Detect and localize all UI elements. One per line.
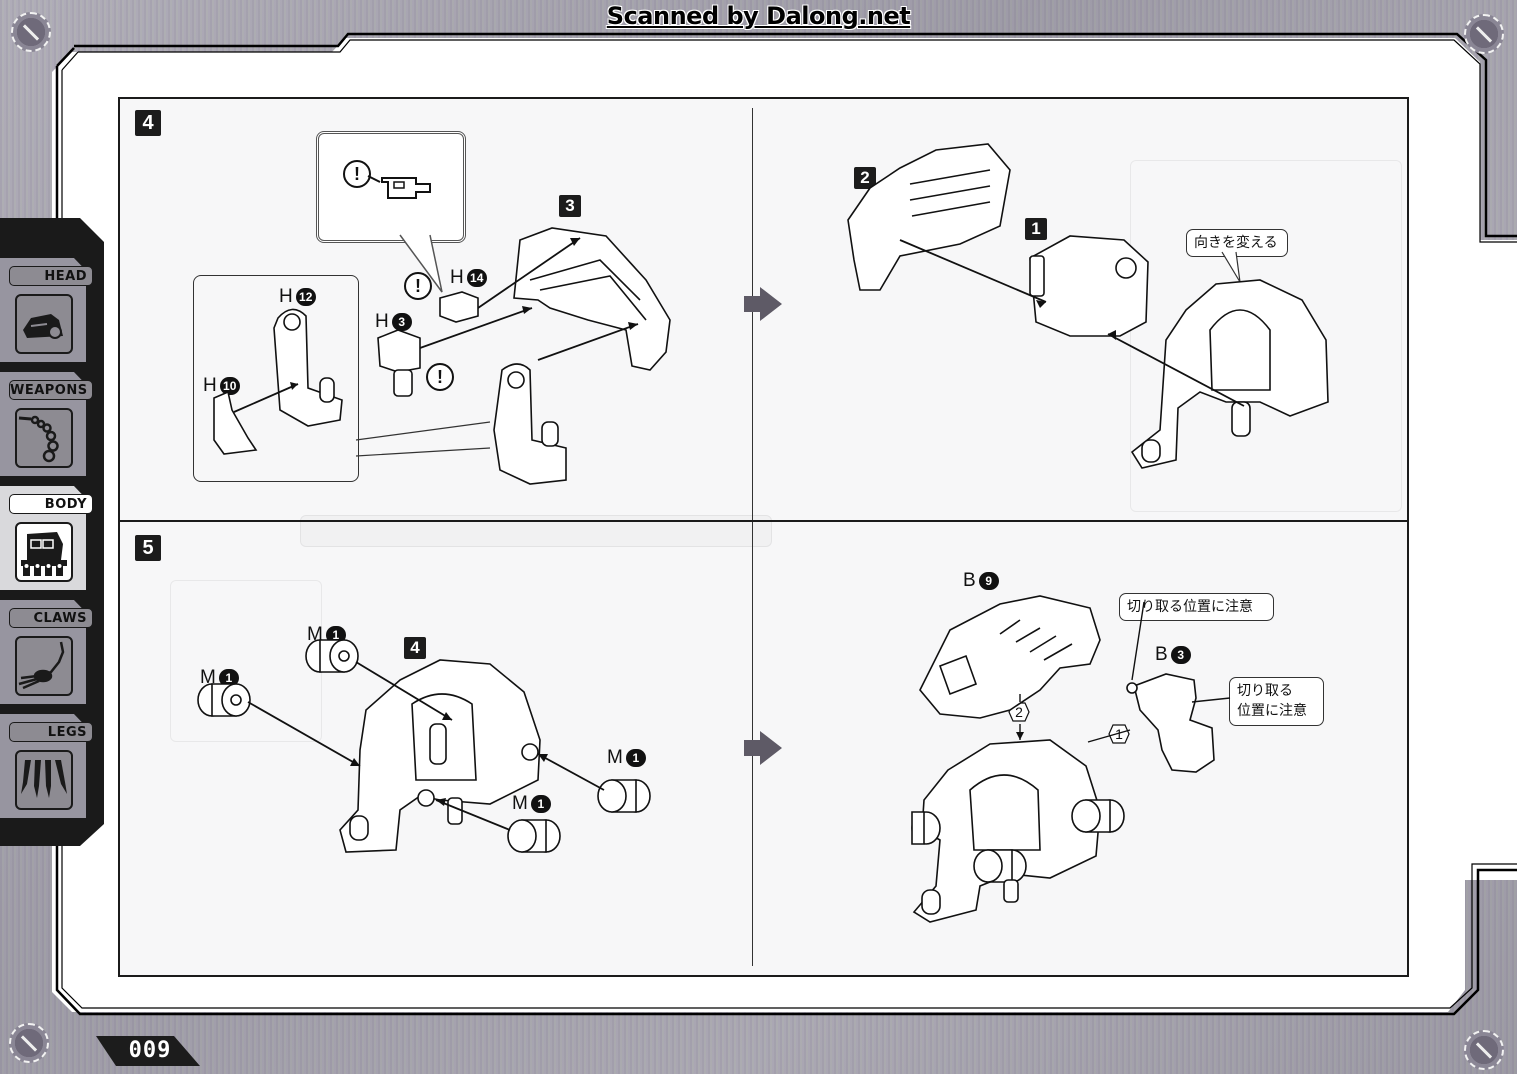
- part-drawing-h12-h10: [200, 300, 360, 470]
- part-number: 14: [466, 269, 487, 287]
- runner-letter: H: [450, 267, 464, 288]
- sidebar-item-label: LEGS: [9, 722, 93, 742]
- print-through: [300, 515, 772, 547]
- scanner-watermark: Scanned by Dalong.net: [606, 2, 911, 30]
- part-drawing-step5-right: [900, 590, 1220, 940]
- part-label: M 1: [512, 793, 551, 815]
- part-label: H 10: [203, 375, 240, 397]
- part-label: H 12: [279, 286, 316, 308]
- sidebar-item-weapons[interactable]: WEAPONS: [0, 372, 100, 494]
- part-number: 10: [219, 377, 240, 395]
- body-icon: [15, 522, 73, 582]
- runner-letter: M: [200, 667, 216, 688]
- step-number-badge: 5: [135, 535, 161, 561]
- part-label: H 3: [375, 311, 412, 333]
- part-number: 1: [530, 795, 551, 813]
- panel-divider-horizontal: [120, 520, 1407, 522]
- legs-icon: [15, 750, 73, 810]
- part-number: 12: [295, 288, 316, 306]
- notch-detail-diagram: [368, 172, 438, 202]
- next-step-arrow-icon: [744, 731, 782, 765]
- sub-assembly-badge: 1: [1025, 218, 1047, 240]
- sidebar-item-label: BODY: [9, 494, 93, 514]
- part-drawing-step5-left: [190, 640, 670, 870]
- warning-icon: !: [404, 272, 432, 300]
- section-sidebar: HEAD WEAPONS BODY CLAWS LEGS: [0, 218, 106, 858]
- sidebar-item-body[interactable]: BODY: [0, 486, 100, 608]
- runner-letter: B: [963, 570, 976, 591]
- gear-icon: [1464, 14, 1504, 54]
- panel-divider-vertical: [752, 108, 753, 966]
- sub-assembly-badge: 4: [404, 637, 426, 659]
- sidebar-item-claws[interactable]: CLAWS: [0, 600, 100, 722]
- warning-icon: !: [426, 363, 454, 391]
- sidebar-item-label: HEAD: [9, 266, 93, 286]
- runner-letter: H: [279, 286, 293, 307]
- part-label: H 14: [450, 267, 487, 289]
- part-drawing-step4-left: [370, 220, 690, 500]
- bubble-pointer: [400, 232, 460, 292]
- sub-assembly-badge: 3: [559, 195, 581, 217]
- gear-icon: [1464, 1030, 1504, 1070]
- order-marker: 1: [1108, 724, 1130, 744]
- part-drawing-step4-right: [840, 140, 1360, 500]
- part-label: M 1: [200, 667, 239, 689]
- part-label: B 3: [1155, 644, 1191, 666]
- sub-assembly-badge: 2: [854, 167, 876, 189]
- sidebar-item-label: WEAPONS: [9, 380, 93, 400]
- callout-line: 切り取る: [1237, 683, 1293, 699]
- callout-line: 位置に注意: [1237, 703, 1307, 720]
- inset-connector-lines: [356, 418, 496, 458]
- callout-cut-position-note-side: 切り取る 位置に注意: [1229, 677, 1324, 726]
- sidebar-item-head[interactable]: HEAD: [0, 258, 100, 380]
- runner-letter: B: [1155, 644, 1168, 665]
- part-number: 1: [625, 749, 646, 767]
- warning-icon: !: [343, 160, 371, 188]
- callout-change-direction: 向きを変える: [1186, 229, 1288, 258]
- detail-zoom-bubble: [316, 131, 466, 243]
- runner-letter: M: [512, 793, 528, 814]
- gear-icon: [11, 12, 51, 52]
- sub-assembly-inset: [193, 275, 359, 482]
- part-number: 1: [218, 669, 239, 687]
- next-step-arrow-icon: [744, 287, 782, 321]
- step-number-badge: 4: [135, 110, 161, 136]
- part-label: M 1: [607, 747, 646, 769]
- print-through: [1130, 160, 1402, 512]
- sidebar-item-legs[interactable]: LEGS: [0, 714, 100, 836]
- runner-letter: H: [375, 311, 389, 332]
- gear-icon: [9, 1023, 49, 1063]
- runner-letter: H: [203, 375, 217, 396]
- sidebar-item-label: CLAWS: [9, 608, 93, 628]
- part-number: 9: [978, 572, 999, 590]
- claws-icon: [15, 636, 73, 696]
- runner-letter: M: [607, 747, 623, 768]
- weapons-icon: [15, 408, 73, 468]
- page-number-tab: [96, 1036, 200, 1066]
- part-number: 3: [1170, 646, 1191, 664]
- callout-cut-position-note: 切り取る位置に注意: [1119, 593, 1274, 622]
- page-number: 009: [128, 1038, 172, 1063]
- part-label: B 9: [963, 570, 999, 592]
- part-number: 3: [391, 313, 412, 331]
- head-icon: [15, 294, 73, 354]
